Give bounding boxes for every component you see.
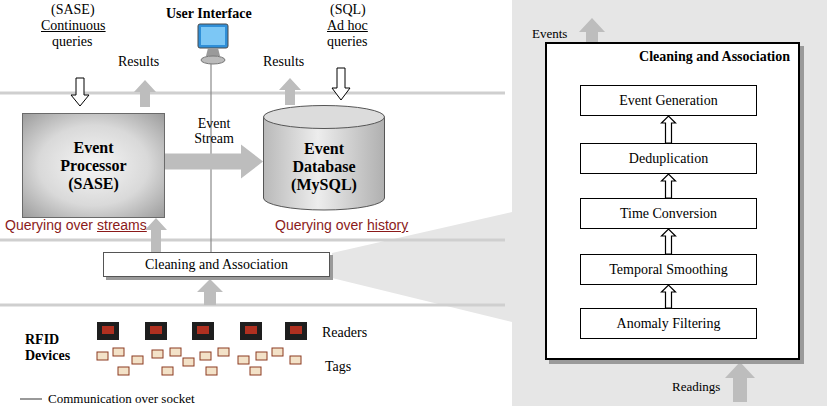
tag-icon [132,356,143,364]
pipeline-stage-box: Temporal Smoothing [580,254,757,285]
tag-icon [200,352,211,360]
pipeline-arrow [662,174,676,198]
annotation-label: Continuous [41,18,106,34]
tag-icon [256,352,267,360]
annotation-label: Results [118,54,159,70]
annotation-label: Ad hoc [327,18,368,34]
event-processor-box: Event Processor (SASE) [22,113,165,218]
annotation-label: RFID Devices [25,332,83,364]
pipeline-arrow [662,285,676,308]
reader-icon [97,322,119,340]
annotation-label: Tags [325,359,351,375]
annotation-label: (SASE) [51,2,95,18]
event-database-cylinder: Event Database (MySQL) [263,105,385,210]
annotation-label: Events [532,26,567,42]
annotation-label: queries [52,34,92,50]
flow-arrow [165,145,263,179]
reader-display [290,326,302,334]
tag-icon [218,348,229,356]
result-arrow [279,78,301,105]
query-arrow [71,78,89,106]
reader-display [197,326,209,334]
reader-display [245,326,257,334]
node-label: Time Conversion [620,206,717,222]
reader-display [150,326,162,334]
cylinder-top [264,106,385,129]
pipeline-arrow [662,229,676,254]
reader-icon [285,322,307,340]
node-label: Cleaning and Association [639,49,790,65]
result-arrow [134,80,156,107]
monitor-stand [206,48,220,56]
pipeline-stage-box: Anomaly Filtering [580,308,757,339]
annotation-label: Results [263,54,304,70]
annotation-label: Readers [322,325,367,341]
annotation-label: queries [327,34,367,50]
monitor-base [201,56,225,64]
query-scope-label: Querying over [275,217,363,233]
tag-icon [272,348,283,356]
annotation-label: Readings [672,379,720,395]
reader-icon [192,322,214,340]
query-scope-label: Querying over [5,217,93,233]
node-label: Cleaning and Association [145,257,288,273]
cleaning-panel: Event GenerationDeduplicationTime Conver… [545,42,800,360]
tag-icon [206,367,217,375]
pipeline-stage-box: Event Generation [580,85,757,116]
zoom-panel-background [512,0,827,406]
cylinder-body [264,117,385,210]
query-scope-label: streams [97,217,147,233]
cleaning-box: Cleaning and Association [103,252,330,277]
reader-display [102,326,114,334]
pipeline-arrow [662,116,676,143]
flow-arrow [145,218,167,252]
annotation-label: User Interface [166,6,252,22]
node-label: Event Processor (SASE) [51,139,136,193]
pipeline-stage-box: Deduplication [580,143,757,174]
monitor-screen [201,27,225,45]
node-label: Deduplication [629,151,708,167]
readings-arrow [725,362,755,402]
edge-label: Event Stream [190,116,238,146]
tag-icon [113,348,124,356]
tag-icon [97,352,108,360]
annotation-label: (SQL) [330,2,366,18]
layer-band [0,304,505,307]
node-label: Event Database (MySQL) [285,140,363,194]
node-label: Anomaly Filtering [617,316,721,332]
query-arrow [332,68,350,100]
reader-icon [240,322,262,340]
socket-line [210,64,211,252]
tag-icon [250,367,261,375]
monitor-icon [198,24,228,48]
readings-arrow [197,279,223,305]
reader-icon [145,322,167,340]
tag-icon [118,367,129,375]
tag-icon [238,356,249,364]
pipeline-stage-box: Time Conversion [580,198,757,229]
tag-icon [162,367,173,375]
node-label: Temporal Smoothing [609,262,727,278]
layer-band [0,239,505,242]
legend-line [20,398,42,400]
annotation-label: Communication over socket [48,391,195,406]
events-arrow [579,18,605,42]
tag-icon [152,350,163,358]
tag-icon [183,358,194,366]
node-label: Event Generation [619,93,717,109]
tag-icon [290,356,301,364]
tag-icon [170,348,181,356]
query-scope-label: history [367,217,408,233]
